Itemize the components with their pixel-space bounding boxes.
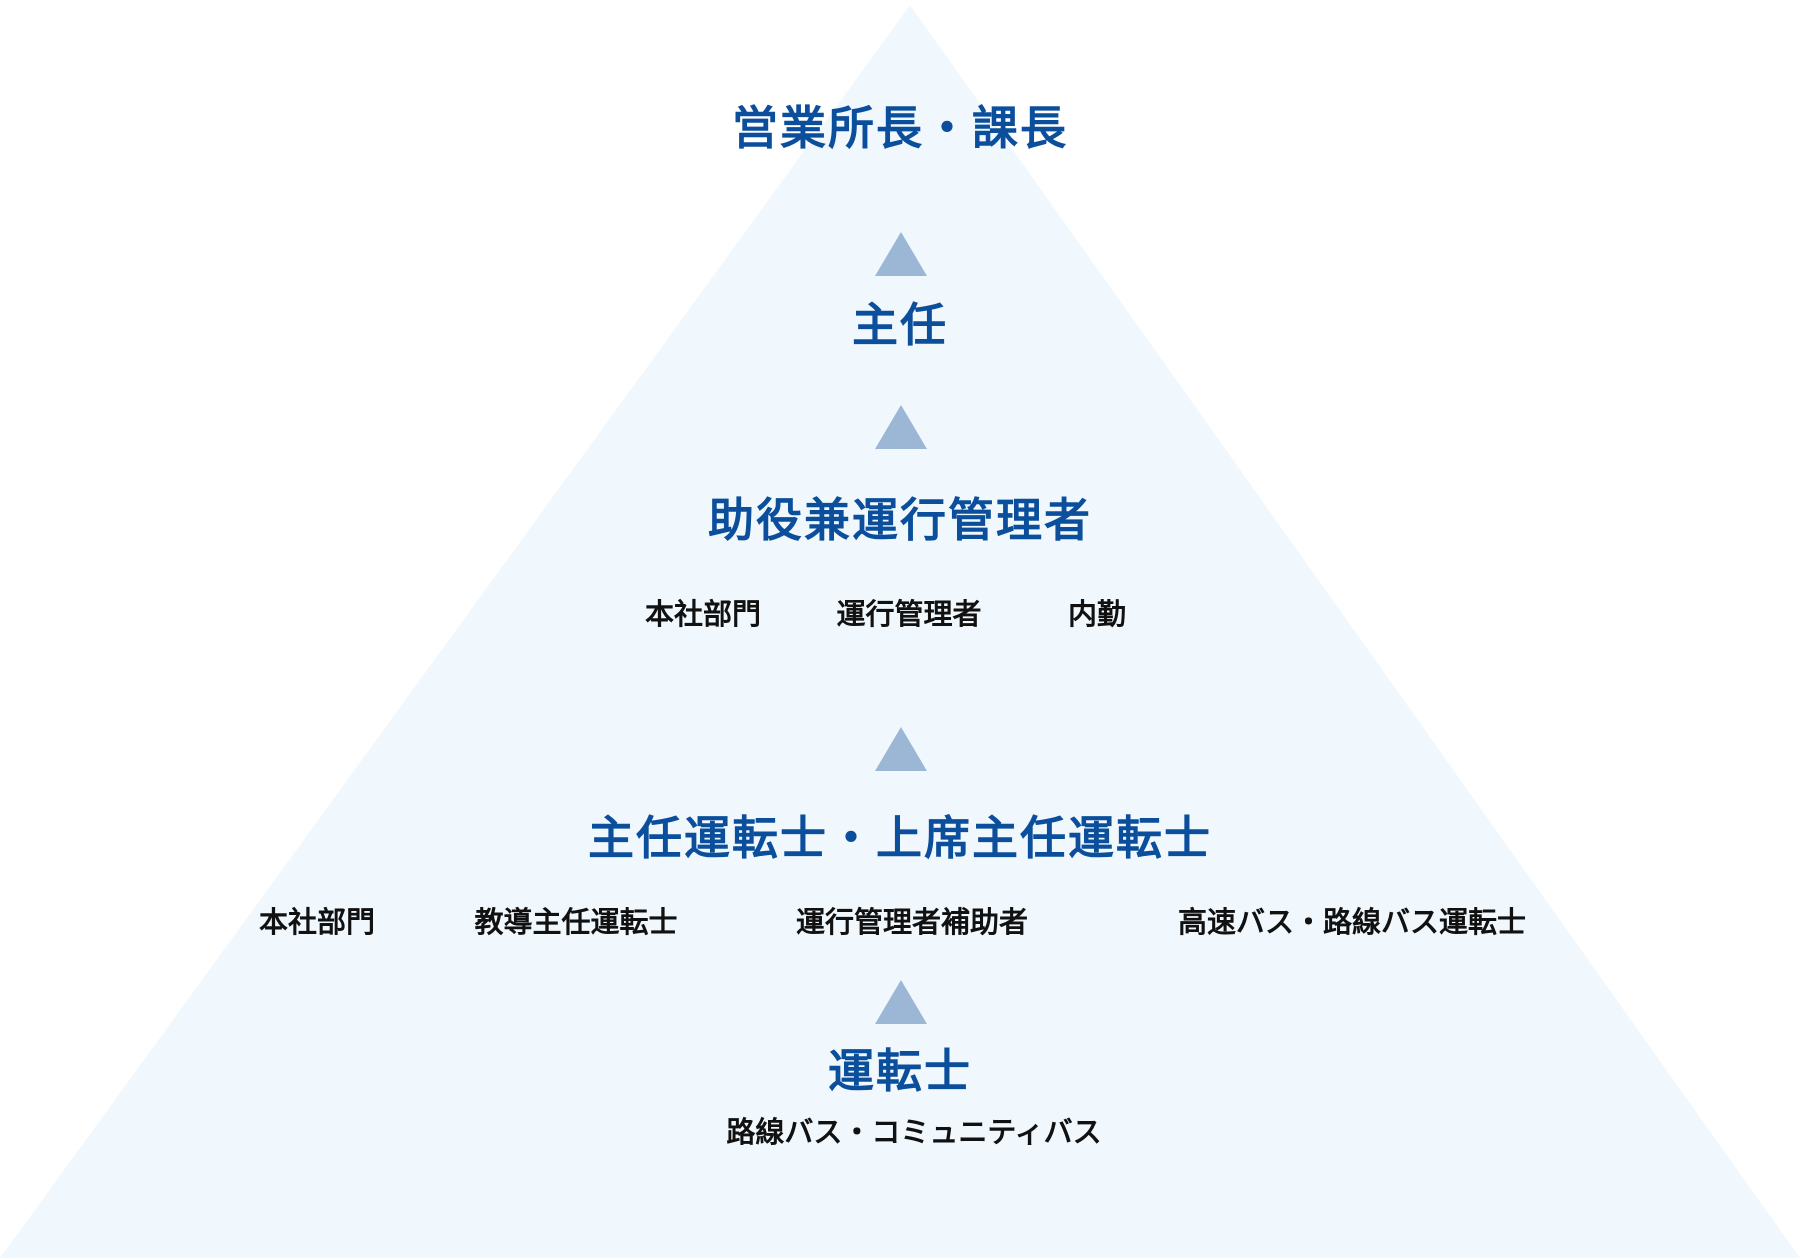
promotion-arrow-icon [875,727,927,771]
role-label-operations-manager: 運行管理者 [836,597,982,631]
pyramid-shape [0,5,1800,1258]
role-label-office-work: 内勤 [1067,597,1127,631]
role-label-instructor-driver: 教導主任運転士 [474,905,678,939]
role-label-headquarters: 本社部門 [644,597,762,631]
level-title-manager: 営業所長・課長 [732,101,1068,155]
role-label-headquarters: 本社部門 [258,905,376,939]
role-label-operations-assistant: 運行管理者補助者 [795,905,1029,939]
level-title-chief: 主任 [852,298,948,352]
level-title-driver: 運転士 [828,1044,972,1098]
level-title-chief-driver: 主任運転士・上席主任運転士 [588,811,1212,865]
level-title-assistant-manager: 助役兼運行管理者 [708,493,1092,547]
promotion-arrow-icon [875,232,927,276]
role-label-route-community-bus: 路線バス・コミュニティバス [726,1115,1102,1149]
role-label-highway-route-driver: 高速バス・路線バス運転士 [1177,905,1527,939]
promotion-arrow-icon [875,405,927,449]
promotion-arrow-icon [875,980,927,1024]
